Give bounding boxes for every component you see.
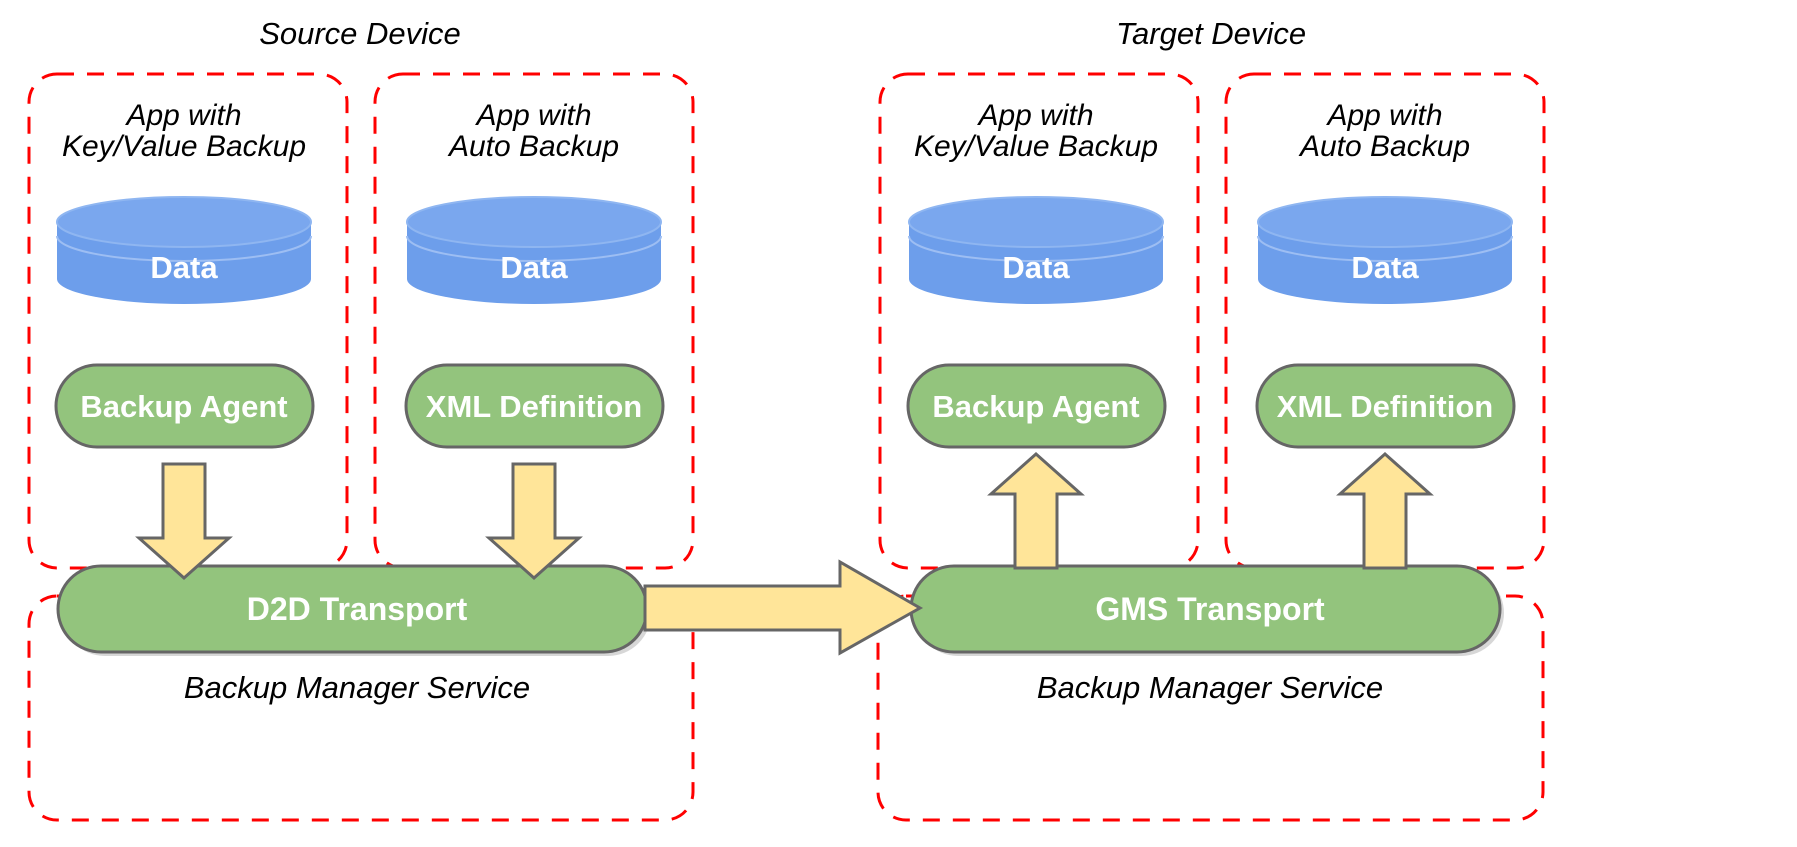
source-app-keyvalue-component-box[interactable] [54,363,315,449]
target-app-keyvalue-group: App with Key/Value Backup Data Backup Ag… [878,72,1200,570]
target-backup-manager-service-group: GMS Transport Backup Manager Service [876,564,1545,822]
target-app-keyvalue-title-line1: App with [976,99,1093,132]
source-app-auto-group: App with Auto Backup Data XML Definition [373,72,695,570]
source-app-auto-title-line1: App with [474,99,591,132]
source-app-auto-component-box[interactable] [404,363,665,449]
target-app-auto-group: App with Auto Backup Data XML Definition [1224,72,1546,570]
source-app-keyvalue-title-line2: Key/Value Backup [62,130,306,163]
source-app-keyvalue-component-label: Backup Agent [80,389,287,424]
source-backup-manager-service-group: D2D Transport Backup Manager Service [27,564,695,822]
source-app-auto-dashed-border [373,72,695,570]
target-app-keyvalue-data-cylinder [908,196,1164,304]
target-app-auto-data-label: Data [1351,250,1419,285]
target-app-auto-dashed-border [1224,72,1546,570]
target-app-keyvalue-component-box[interactable] [906,363,1167,449]
target-app-keyvalue-dashed-border [878,72,1200,570]
source-device-title: Source Device [259,16,461,51]
target-app-auto-data-cylinder [1257,196,1513,304]
source-app-keyvalue-dashed-border [27,72,349,570]
source-app-auto-data-label: Data [500,250,568,285]
arrow-source-keyvalue-down-icon [135,462,233,581]
arrow-d2d-to-gms-right-icon [643,559,924,656]
target-app-keyvalue-data-label: Data [1002,250,1070,285]
target-app-keyvalue-component-label: Backup Agent [932,389,1139,424]
source-app-auto-title-line2: Auto Backup [447,130,619,163]
target-app-keyvalue-title-line2: Key/Value Backup [914,130,1158,163]
source-app-keyvalue-title-line1: App with [124,99,241,132]
source-d2d-transport-label: D2D Transport [247,591,468,627]
source-app-auto-component-label: XML Definition [426,389,642,424]
source-app-auto-data-cylinder [406,196,662,304]
target-app-auto-component-box[interactable] [1255,363,1516,449]
target-app-auto-component-label: XML Definition [1277,389,1493,424]
arrow-target-keyvalue-up-icon [987,451,1085,570]
source-app-keyvalue-group: App with Key/Value Backup Data Backup Ag… [27,72,349,570]
target-app-auto-title-line1: App with [1325,99,1442,132]
target-app-auto-title-line2: Auto Backup [1298,130,1470,163]
arrow-source-auto-down-icon [485,462,583,581]
target-bms-caption: Backup Manager Service [1037,670,1383,705]
source-app-keyvalue-data-label: Data [150,250,218,285]
target-gms-transport-label: GMS Transport [1095,591,1325,627]
target-device-title: Target Device [1116,16,1306,51]
source-bms-caption: Backup Manager Service [184,670,530,705]
source-app-keyvalue-data-cylinder [56,196,312,304]
arrow-target-auto-up-icon [1336,451,1434,570]
